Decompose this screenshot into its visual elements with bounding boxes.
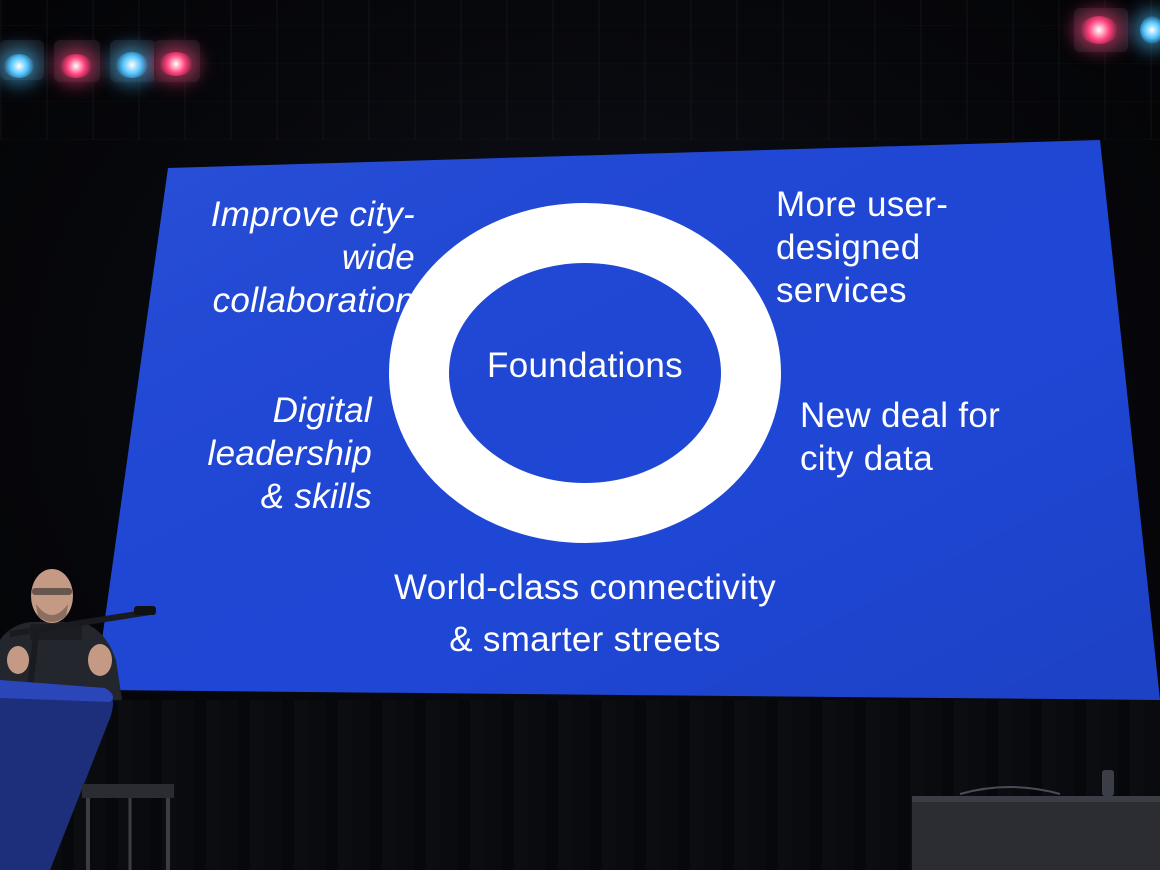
slide-item-middle-right: New deal for city data [800, 396, 1001, 478]
side-table [82, 784, 174, 870]
slide-item-top-right: More user- designed services [776, 185, 949, 310]
foundations-ring [389, 203, 781, 543]
stage-light [159, 52, 193, 76]
stage-light [116, 52, 148, 78]
stage-light [1140, 16, 1160, 44]
stage-light [4, 54, 34, 78]
slide-item-middle-left: Digital leadership & skills [207, 391, 372, 516]
tech-desk [912, 770, 1160, 870]
podium [0, 680, 114, 870]
slide-item-bottom: World-class connectivity & smarter stree… [394, 568, 776, 659]
stage-light [60, 54, 92, 78]
slide-center-label: Foundations [487, 346, 683, 385]
slide-item-top-left: Improve city- wide collaboration [210, 195, 415, 320]
stage-light [1080, 16, 1118, 44]
